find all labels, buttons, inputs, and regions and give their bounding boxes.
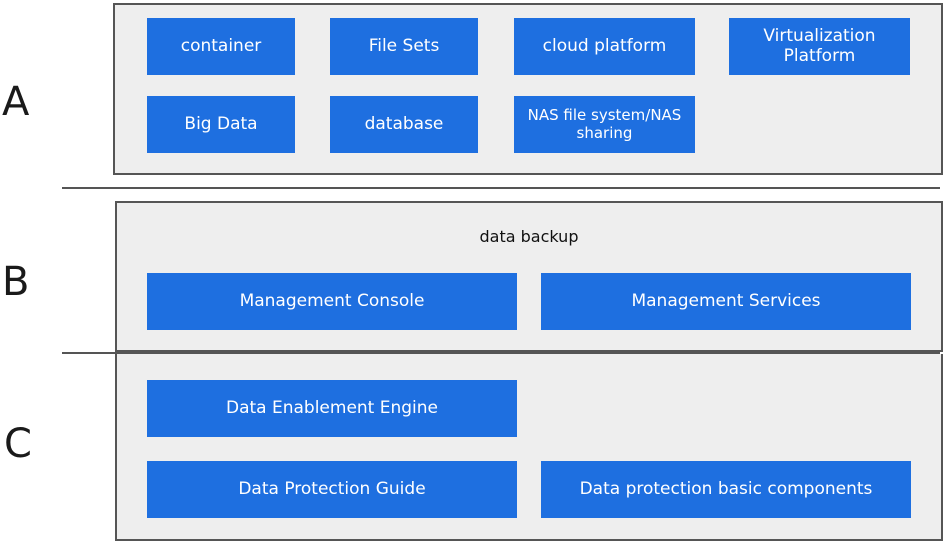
data-protection-guide-box: Data Protection Guide [147, 461, 517, 518]
big-data-box: Big Data [147, 96, 295, 153]
data-backup-title: data backup [479, 227, 579, 246]
database-box: database [330, 96, 478, 153]
data-protection-basic-components-box: Data protection basic components [541, 461, 911, 518]
data-enablement-engine-box: Data Enablement Engine [147, 380, 517, 437]
nas-box: NAS file system/NAS sharing [514, 96, 695, 153]
container-box: container [147, 18, 295, 75]
layer-label-a: A [2, 79, 30, 125]
virtualization-platform-box: Virtualization Platform [729, 18, 910, 75]
layer-label-b: B [2, 259, 30, 305]
divider-a-b [62, 187, 940, 189]
file-sets-box: File Sets [330, 18, 478, 75]
management-console-box: Management Console [147, 273, 517, 330]
layer-label-c: C [4, 421, 32, 467]
divider-b-c [62, 352, 940, 354]
cloud-platform-box: cloud platform [514, 18, 695, 75]
management-services-box: Management Services [541, 273, 911, 330]
